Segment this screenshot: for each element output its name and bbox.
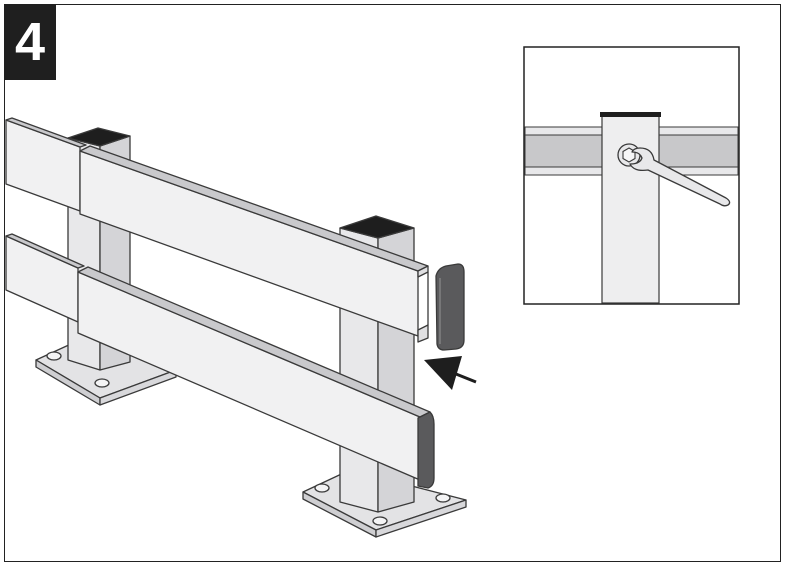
bolt-icon [372, 516, 388, 526]
end-cap-icon [417, 411, 435, 489]
push-arrow-icon [424, 356, 477, 390]
detail-inset [523, 46, 740, 305]
post-cap [339, 215, 415, 239]
bolt-icon [435, 493, 451, 503]
wrench-icon [629, 147, 731, 207]
step-number-badge: 4 [4, 4, 56, 80]
bolt-icon [94, 378, 110, 388]
bolt-icon [314, 483, 330, 493]
illustration-frame [4, 4, 781, 562]
upper-rail [5, 117, 429, 343]
end-cap-icon [435, 263, 465, 351]
bolt-icon [46, 351, 62, 361]
lower-rail [5, 233, 435, 489]
post-cap [67, 127, 131, 147]
